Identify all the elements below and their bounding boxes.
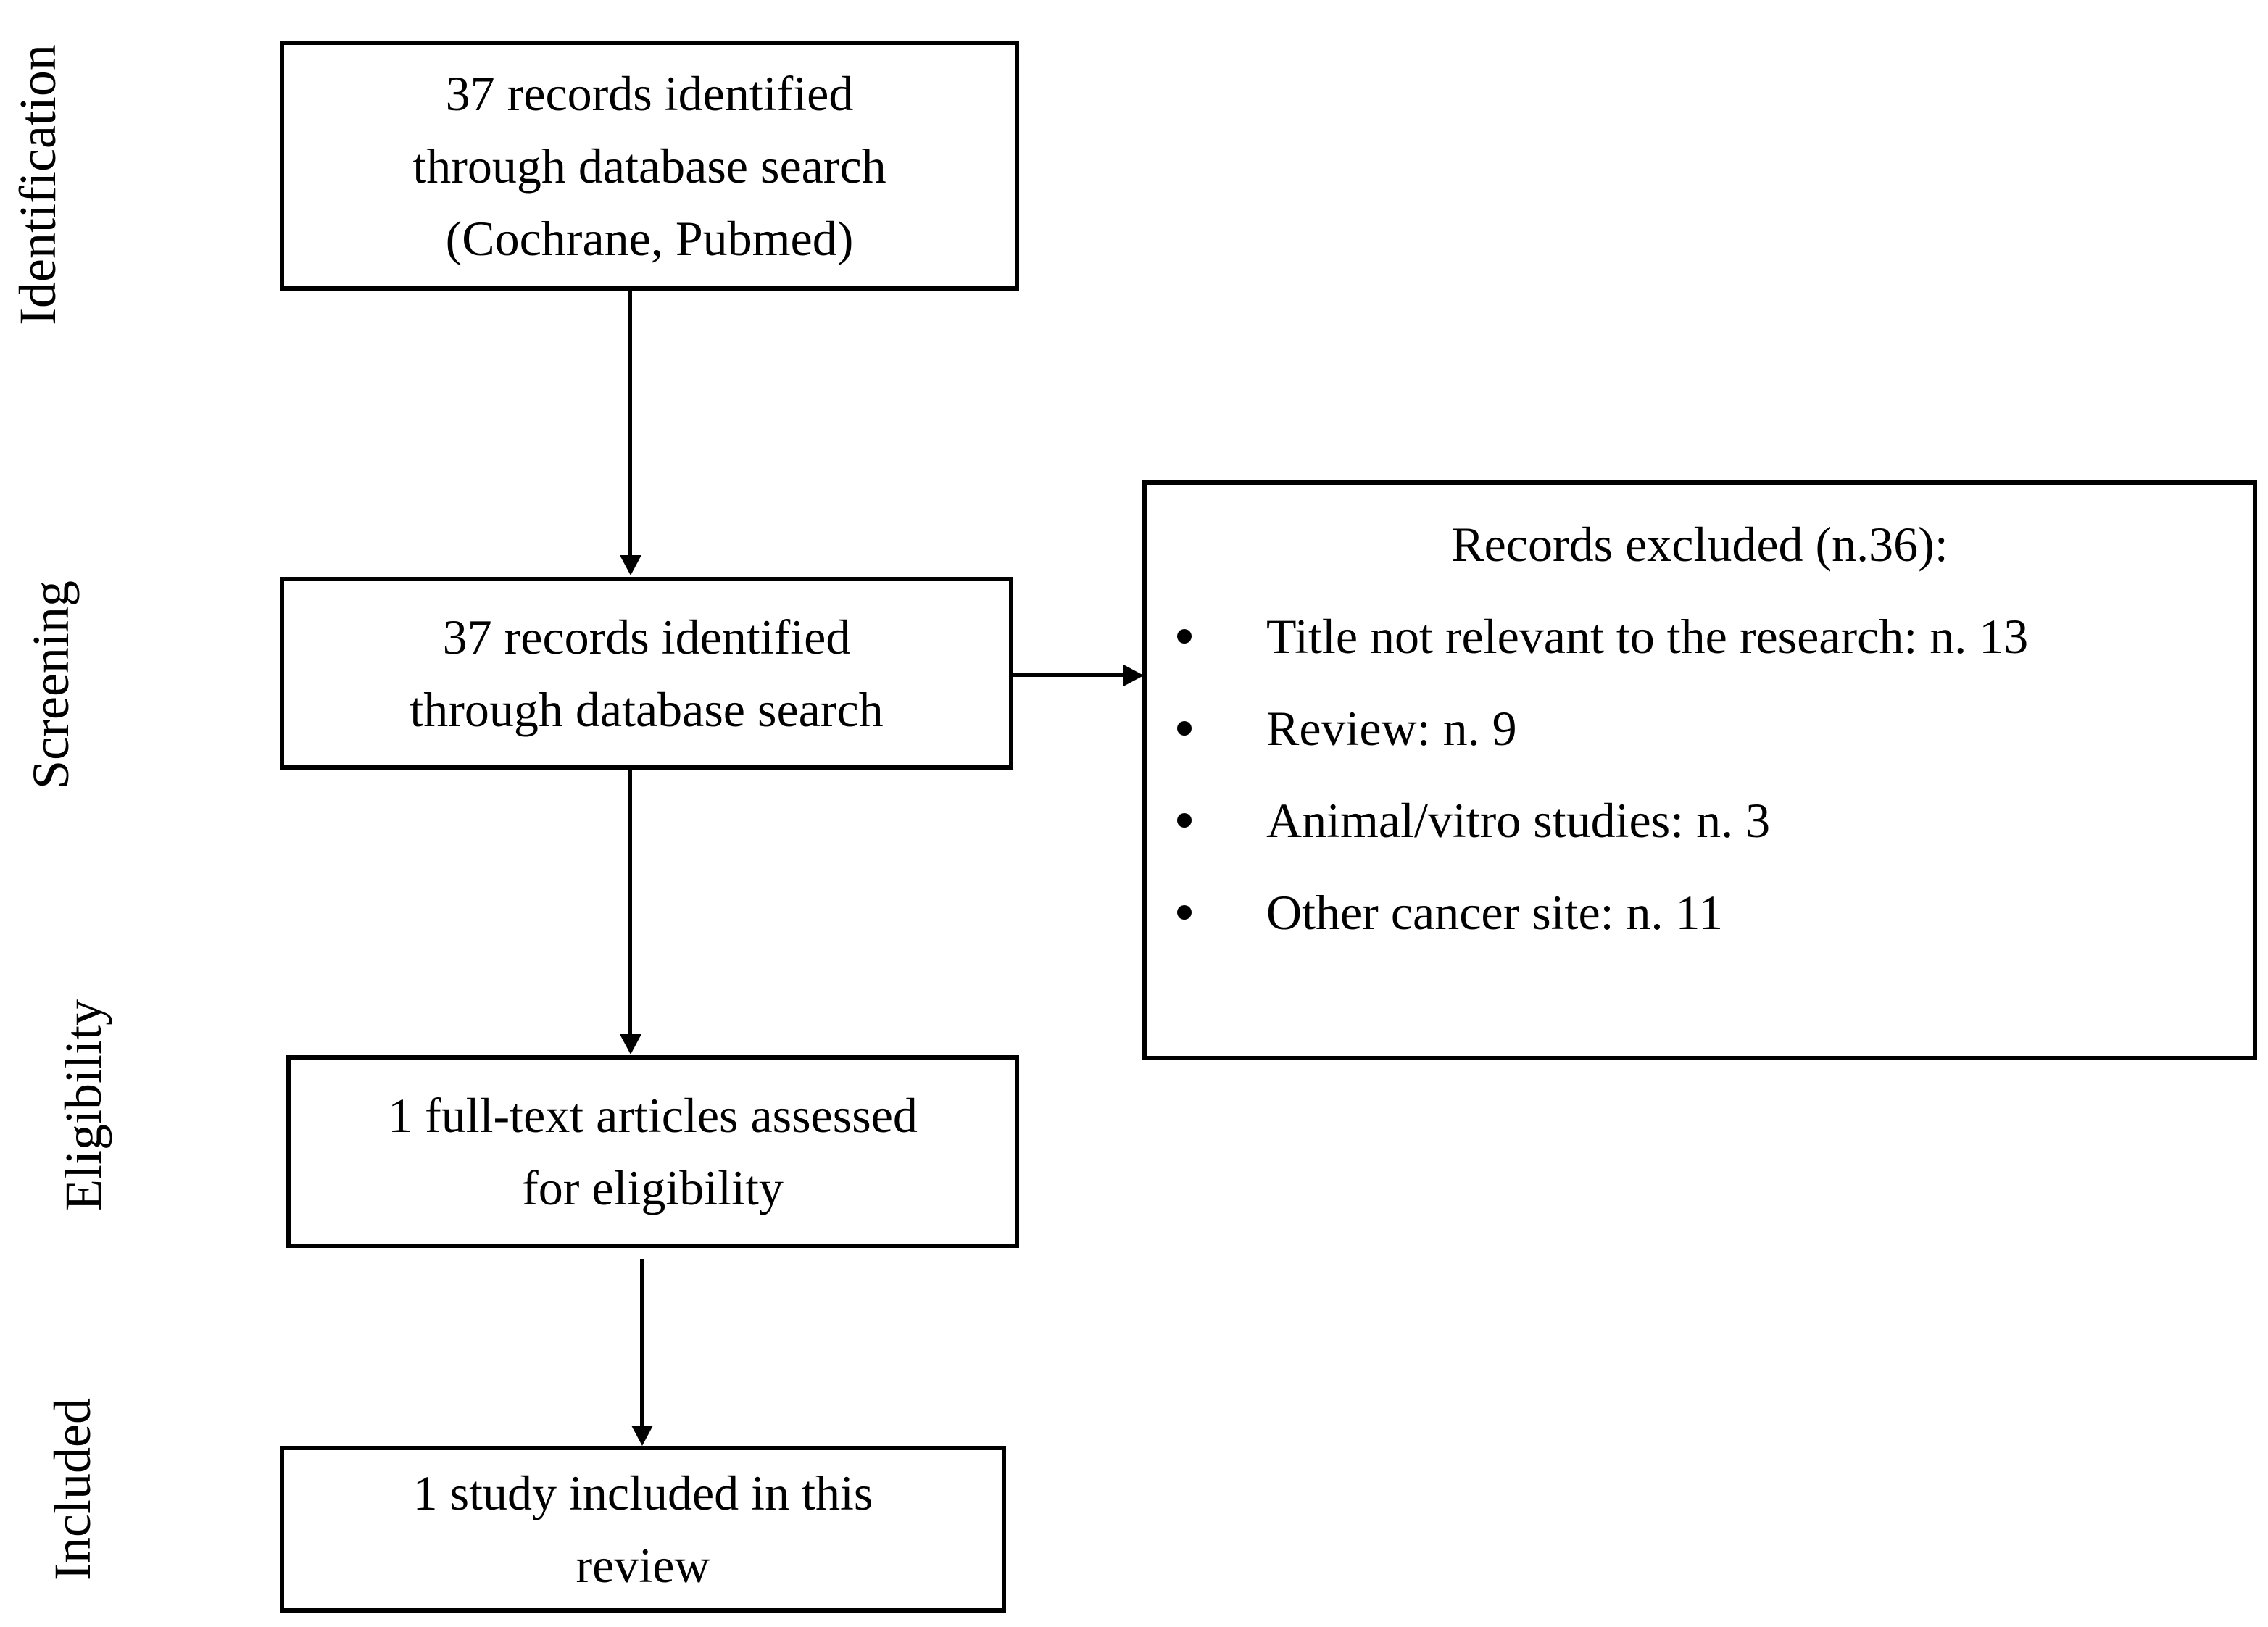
stage-label-screening: Screening — [22, 581, 80, 789]
identification-box-text: 37 records identified through database s… — [412, 57, 886, 275]
included-line-2: review — [576, 1538, 710, 1593]
screening-line-1: 37 records identified — [442, 609, 851, 665]
identification-box: 37 records identified through database s… — [280, 41, 1019, 291]
bullet-icon — [1177, 721, 1192, 736]
identification-line-3: (Cochrane, Pubmed) — [445, 210, 854, 266]
bullet-icon — [1177, 813, 1192, 828]
excluded-reason-text: Title not relevant to the research: n. 1… — [1266, 609, 2029, 664]
eligibility-box-text: 1 full-text articles assessed for eligib… — [388, 1079, 918, 1224]
eligibility-line-2: for eligibility — [522, 1160, 784, 1215]
arrow-identification-to-screening-head — [620, 555, 641, 575]
arrow-eligibility-to-included-head — [631, 1426, 653, 1446]
excluded-box: Records excluded (n.36): Title not relev… — [1142, 480, 2257, 1060]
eligibility-box: 1 full-text articles assessed for eligib… — [286, 1055, 1019, 1248]
bullet-icon — [1177, 629, 1192, 644]
arrow-screening-to-excluded-head — [1123, 665, 1144, 686]
included-box-text: 1 study included in this review — [413, 1457, 873, 1602]
arrow-screening-to-eligibility-line — [628, 770, 632, 1038]
stage-label-identification: Identification — [9, 44, 67, 325]
identification-line-1: 37 records identified — [445, 65, 854, 121]
screening-box-text: 37 records identified through database s… — [410, 601, 883, 746]
identification-line-2: through database search — [412, 138, 886, 194]
arrow-identification-to-screening-line — [628, 291, 632, 559]
arrow-screening-to-excluded-line — [1013, 673, 1126, 677]
included-box: 1 study included in this review — [280, 1446, 1006, 1613]
bullet-icon — [1177, 905, 1192, 920]
excluded-reason-text: Review: n. 9 — [1266, 701, 1517, 756]
screening-box: 37 records identified through database s… — [280, 577, 1013, 770]
excluded-reason-text: Other cancer site: n. 11 — [1266, 885, 1723, 940]
screening-line-2: through database search — [410, 682, 884, 737]
excluded-title: Records excluded (n.36): — [1451, 517, 1948, 572]
arrow-eligibility-to-included-line — [640, 1259, 644, 1429]
stage-label-included: Included — [43, 1398, 101, 1581]
stage-label-eligibility: Eligibility — [54, 999, 112, 1212]
eligibility-line-1: 1 full-text articles assessed — [388, 1088, 918, 1143]
excluded-reason-text: Animal/vitro studies: n. 3 — [1266, 793, 1771, 848]
arrow-screening-to-eligibility-head — [620, 1034, 641, 1054]
included-line-1: 1 study included in this — [412, 1465, 873, 1520]
